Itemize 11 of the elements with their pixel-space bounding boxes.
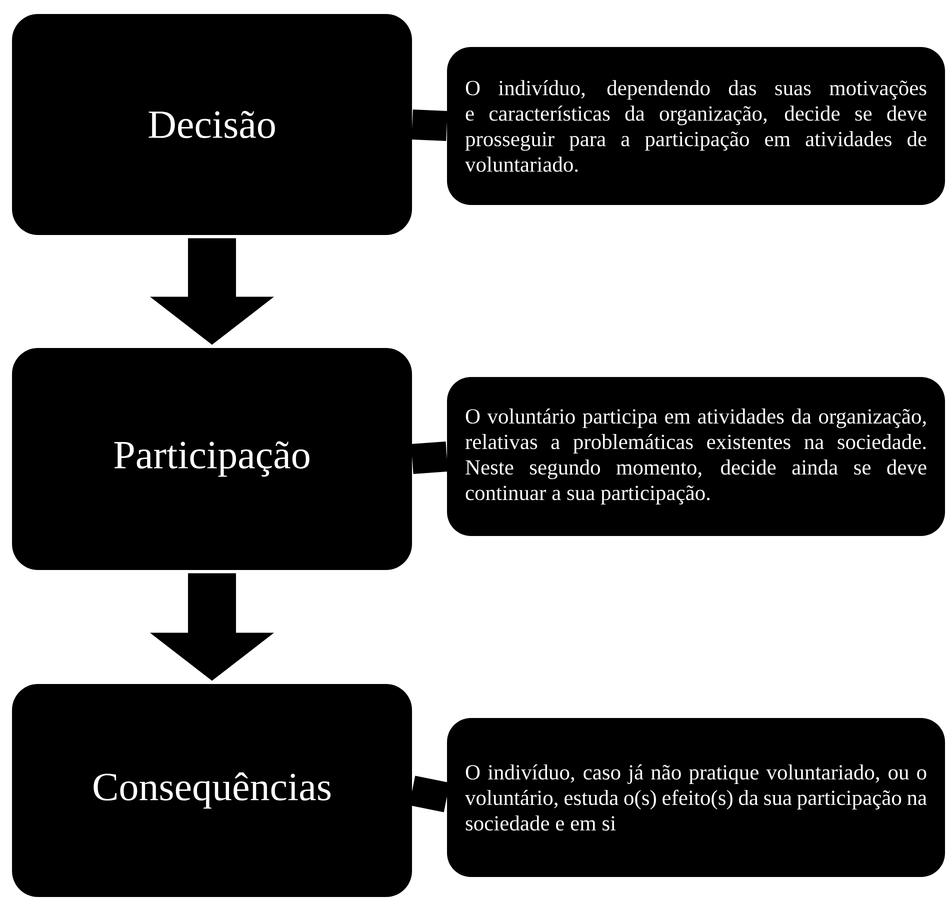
description-box: O voluntário participa em atividades da organização, relativas a problemáticas existentes na sociedade. Neste segundo momento, decide ainda se deve continuar a sua participação.: [447, 377, 946, 536]
stage-box: Participação: [12, 348, 412, 570]
block-arrow: [150, 238, 274, 345]
connector-bar: [411, 442, 448, 474]
description-box: O indivíduo, caso já não pratique voluntariado, ou o voluntário, estuda o(s) efeito(s) da sua participação na sociedade e em si: [447, 718, 946, 877]
block-arrow: [150, 573, 274, 681]
connector-bar: [409, 776, 450, 812]
stage-box: Consequências: [12, 684, 412, 898]
connector-bar: [412, 110, 448, 141]
stage-box: Decisão: [12, 14, 412, 235]
description-box: O indivíduo, dependendo das suas motivações e características da organização, decide se deve prosseguir para a participação em atividades de voluntariado.: [447, 47, 946, 205]
